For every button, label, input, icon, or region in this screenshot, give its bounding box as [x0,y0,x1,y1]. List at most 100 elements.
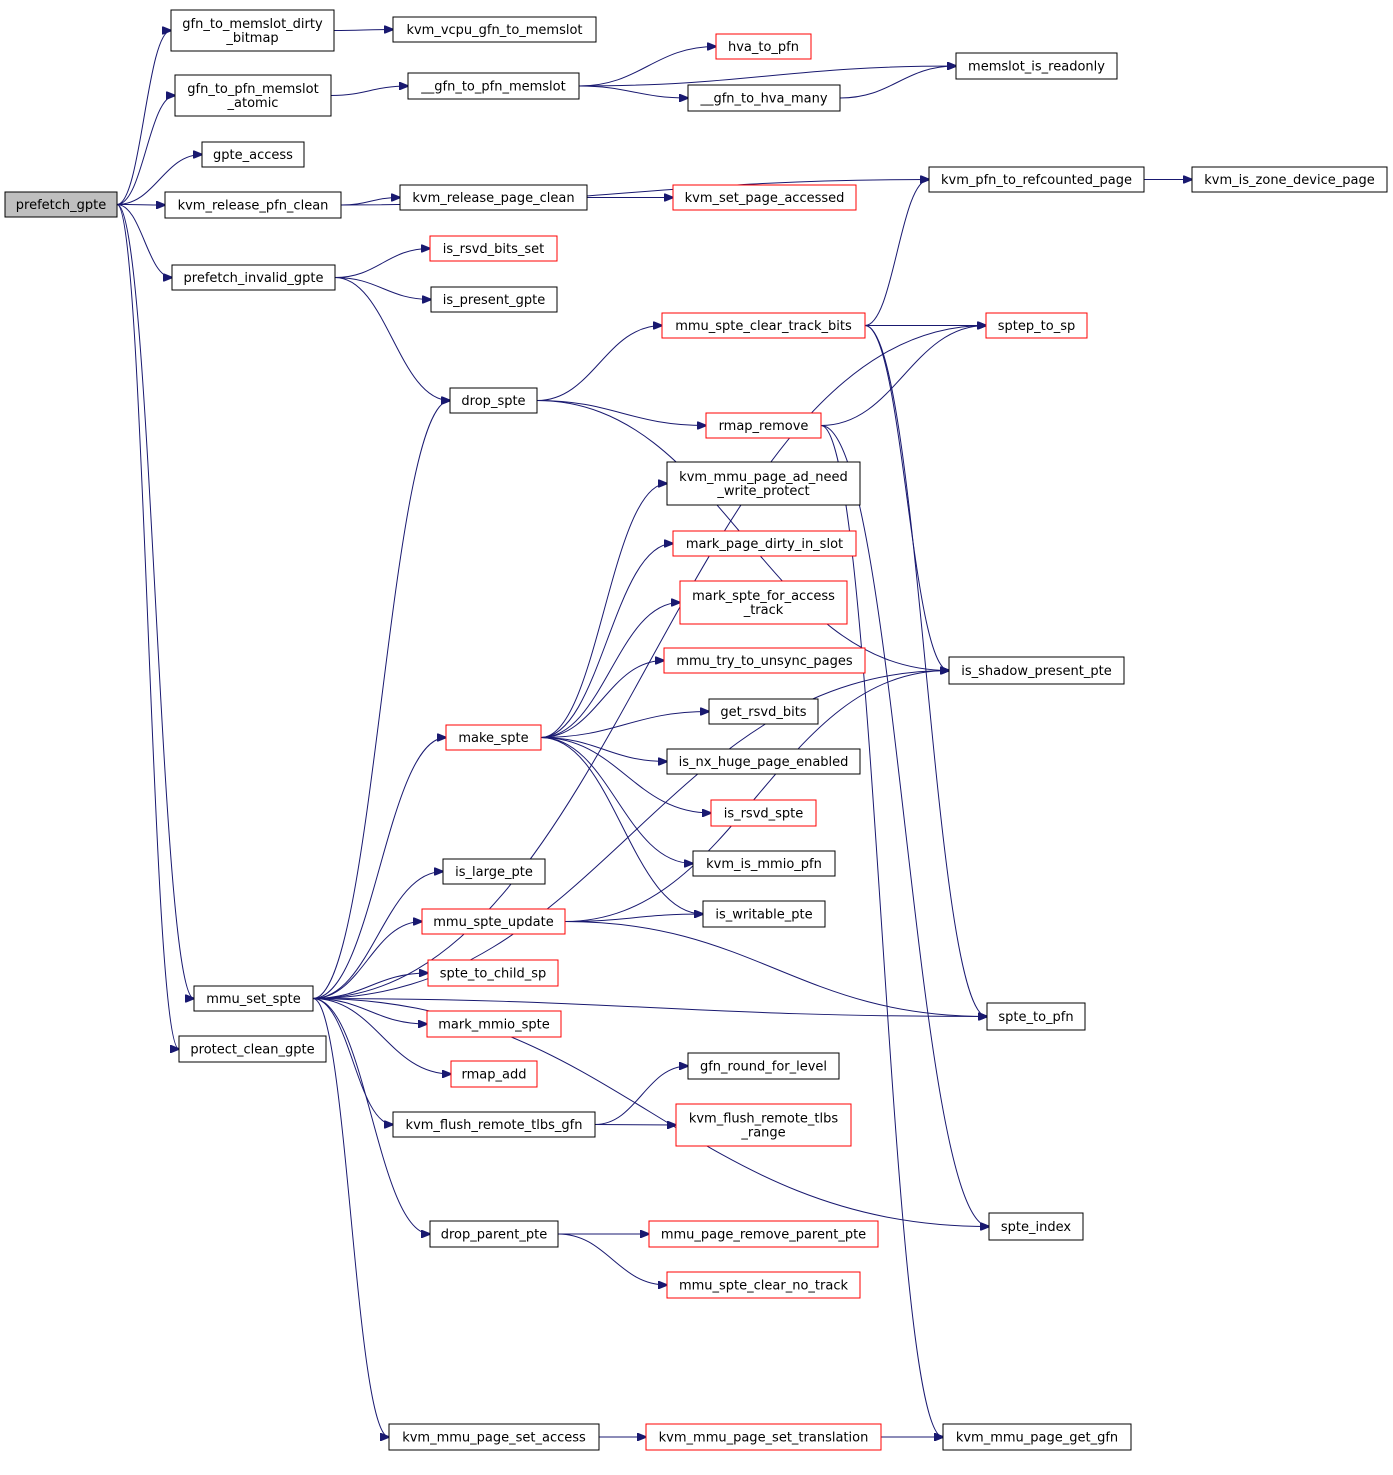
edge-line [557,1233,667,1285]
node-spte_to_pfn[interactable]: spte_to_pfn [986,1002,1086,1031]
node-kvm_release_pfn_clean[interactable]: kvm_release_pfn_clean [164,191,342,219]
edge-line [116,204,179,1050]
edge-line [312,738,446,999]
node-label: kvm_pfn_to_refcounted_page [941,173,1132,188]
node-__gfn_to_hva_many[interactable]: __gfn_to_hva_many [687,84,841,112]
node-prefetch_invalid_gpte[interactable]: prefetch_invalid_gpte [171,264,336,291]
node-mmu_set_spte[interactable]: mmu_set_spte [193,985,314,1012]
node-kvm_flush_remote_tlbs_gfn[interactable]: kvm_flush_remote_tlbs_gfn [392,1111,596,1138]
edge-line [578,66,956,87]
edges-layer [116,30,1192,1438]
edge-rmap_remove-to-sptep_to_sp [820,326,986,426]
node-label: mmu_spte_clear_track_bits [675,319,852,334]
node-mmu_spte_clear_no_track[interactable]: mmu_spte_clear_no_track [666,1271,861,1299]
edge-mmu_set_spte-to-make_spte [312,738,446,999]
node-rmap_add[interactable]: rmap_add [450,1060,538,1088]
node-kvm_mmu_page_set_access[interactable]: kvm_mmu_page_set_access [388,1423,600,1451]
node-box [942,1423,1132,1451]
node-mmu_spte_update[interactable]: mmu_spte_update [421,908,566,935]
node-label: kvm_release_pfn_clean [178,199,329,214]
node-gfn_to_pfn_memslot_atomic[interactable]: gfn_to_pfn_memslot_atomic [174,74,332,117]
node-box [710,799,817,827]
node-protect_clean_gpte[interactable]: protect_clean_gpte [178,1035,327,1063]
node-kvm_release_page_clean[interactable]: kvm_release_page_clean [399,184,588,211]
edge-line [540,737,703,915]
node-box [666,1271,861,1299]
node-kvm_flush_remote_tlbs_range[interactable]: kvm_flush_remote_tlbs_range [675,1103,852,1147]
edge-line [312,998,987,1017]
node-make_spte[interactable]: make_spte [445,724,542,751]
edge-line [312,872,443,999]
node-box [170,9,335,52]
node-box [687,1052,840,1080]
node-gpte_access[interactable]: gpte_access [201,141,305,168]
edge-gfn_to_memslot_dirty_bitmap-to-kvm_vcpu_gfn_to_memslot [333,30,393,31]
edge-line [312,326,986,999]
node-box [985,312,1088,339]
node-kvm_mmu_page_get_gfn[interactable]: kvm_mmu_page_get_gfn [942,1423,1132,1451]
node-rmap_remove[interactable]: rmap_remove [705,412,822,439]
node-box [427,959,559,987]
node-mmu_spte_clear_track_bits[interactable]: mmu_spte_clear_track_bits [661,312,866,339]
node-gfn_to_memslot_dirty_bitmap[interactable]: gfn_to_memslot_dirty_bitmap [170,9,335,52]
node-get_rsvd_bits[interactable]: get_rsvd_bits [708,698,819,725]
edge-prefetch_gpte-to-mmu_set_spte [116,204,194,999]
node-kvm_set_page_accessed[interactable]: kvm_set_page_accessed [672,184,857,211]
node-kvm_is_mmio_pfn[interactable]: kvm_is_mmio_pfn [692,850,836,877]
edge-mmu_set_spte-to-spte_to_child_sp [312,973,428,999]
node-box [407,72,580,100]
node-mark_page_dirty_in_slot[interactable]: mark_page_dirty_in_slot [672,530,857,557]
node-box [928,166,1145,193]
node-box [715,33,812,60]
node-label: __gfn_to_pfn_memslot [420,80,565,95]
node-kvm_mmu_page_ad_need_write_protect[interactable]: kvm_mmu_page_ad_need_write_protect [666,461,861,506]
node-drop_spte[interactable]: drop_spte [449,387,538,414]
edge-line [312,998,427,1025]
node-kvm_pfn_to_refcounted_page[interactable]: kvm_pfn_to_refcounted_page [928,166,1145,193]
node-label: kvm_mmu_page_ad_need [679,470,848,485]
node-spte_to_child_sp[interactable]: spte_to_child_sp [427,959,559,987]
node-box [445,724,542,751]
node-drop_parent_pte[interactable]: drop_parent_pte [429,1220,559,1248]
node-is_nx_huge_page_enabled[interactable]: is_nx_huge_page_enabled [666,748,861,775]
node-spte_index[interactable]: spte_index [988,1212,1084,1241]
node-mark_mmio_spte[interactable]: mark_mmio_spte [426,1010,562,1038]
node-kvm_vcpu_gfn_to_memslot[interactable]: kvm_vcpu_gfn_to_memslot [392,16,597,43]
edge-line [540,737,711,814]
node-label: mmu_page_remove_parent_pte [661,1228,866,1243]
node-prefetch_gpte[interactable]: prefetch_gpte [4,191,118,218]
node-kvm_is_zone_device_page[interactable]: kvm_is_zone_device_page [1191,166,1388,193]
edge-mmu_set_spte-to-mark_mmio_spte [312,998,427,1025]
edge-line [334,277,431,300]
node-hva_to_pfn[interactable]: hva_to_pfn [715,33,812,60]
node-gfn_round_for_level[interactable]: gfn_round_for_level [687,1052,840,1080]
edge-mmu_set_spte-to-is_large_pte [312,872,443,999]
node-mmu_try_to_unsync_pages[interactable]: mmu_try_to_unsync_pages [663,647,866,674]
node-memslot_is_readonly[interactable]: memslot_is_readonly [955,52,1118,80]
node-label: is_shadow_present_pte [961,664,1111,679]
node-label: kvm_mmu_page_get_gfn [956,1431,1118,1446]
node-is_writable_pte[interactable]: is_writable_pte [702,900,826,928]
node-mark_spte_for_access_track[interactable]: mark_spte_for_access_track [679,580,848,625]
node-label: kvm_release_page_clean [412,191,574,206]
node-is_shadow_present_pte[interactable]: is_shadow_present_pte [948,656,1125,685]
node-box [449,387,538,414]
node-box [399,184,588,211]
node-mmu_page_remove_parent_pte[interactable]: mmu_page_remove_parent_pte [648,1220,879,1248]
node-kvm_mmu_page_set_translation[interactable]: kvm_mmu_page_set_translation [645,1423,882,1451]
edge-make_spte-to-is_writable_pte [540,737,703,915]
node-is_rsvd_spte[interactable]: is_rsvd_spte [710,799,817,827]
node-label: _atomic [227,96,279,111]
edge-make_spte-to-kvm_mmu_page_ad_need_write_protect [540,484,667,738]
node-sptep_to_sp[interactable]: sptep_to_sp [985,312,1088,339]
edge-mmu_spte_update-to-is_writable_pte [564,914,703,922]
node-label: mmu_spte_update [433,915,554,930]
node-is_large_pte[interactable]: is_large_pte [442,858,546,885]
node-is_rsvd_bits_set[interactable]: is_rsvd_bits_set [429,235,558,262]
edge-line [333,30,393,31]
node-box [421,908,566,935]
edge-make_spte-to-mark_page_dirty_in_slot [540,544,673,738]
node-box [708,698,819,725]
node-is_present_gpte[interactable]: is_present_gpte [430,286,558,313]
node-__gfn_to_pfn_memslot[interactable]: __gfn_to_pfn_memslot [407,72,580,100]
